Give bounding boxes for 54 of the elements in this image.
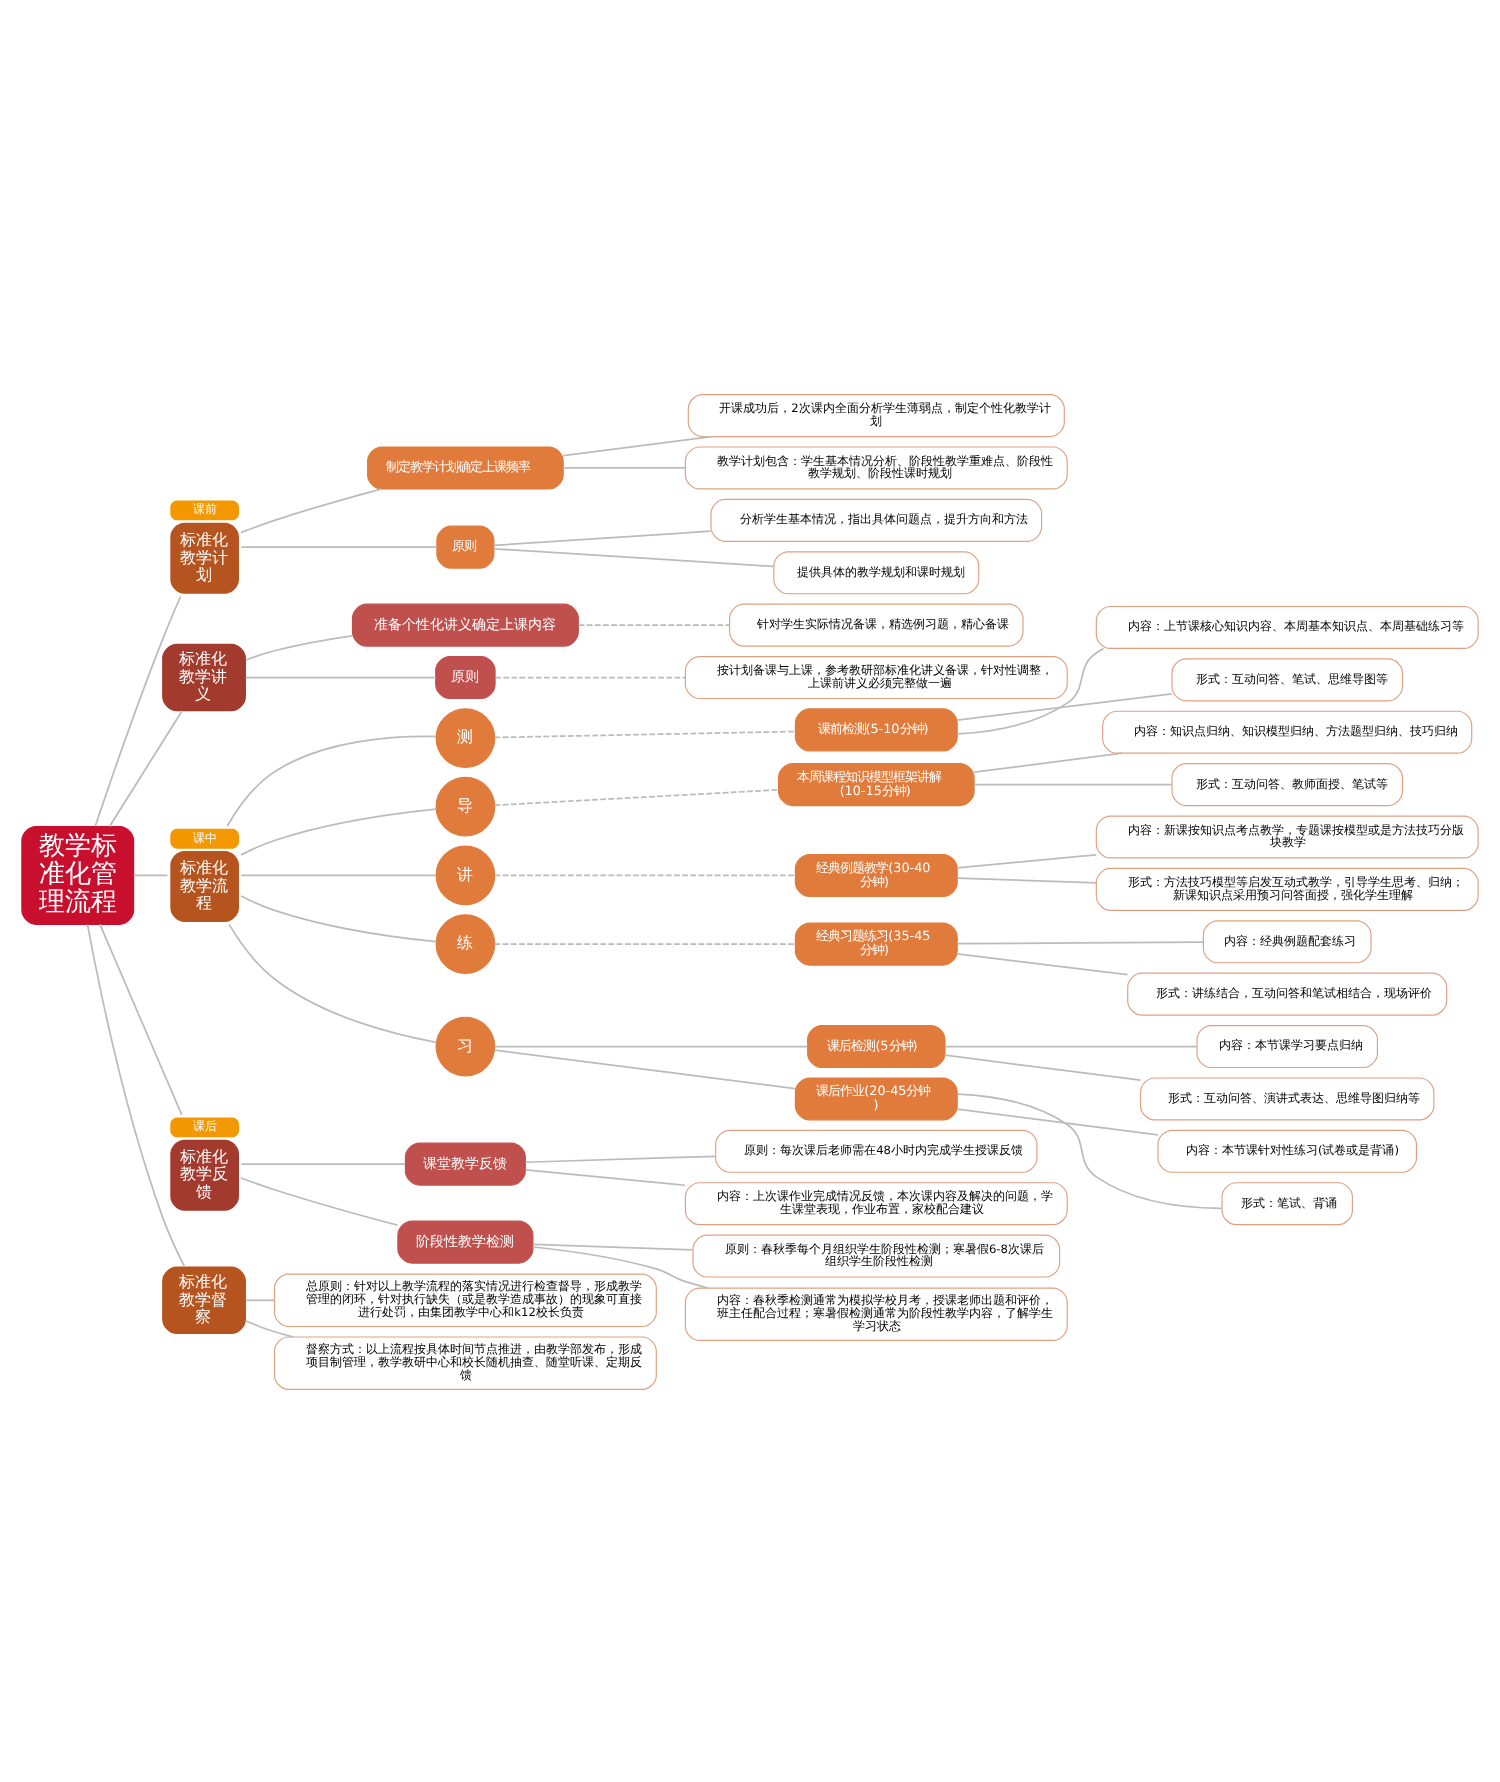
connector: [524, 1167, 686, 1186]
connector: [493, 1048, 796, 1089]
connector: [577, 623, 731, 625]
connector: [493, 942, 796, 944]
node-box: 教学标准化管理流程: [21, 824, 135, 924]
node-circle: 测: [435, 707, 496, 767]
connector: [956, 952, 1129, 975]
connector: [240, 1162, 406, 1164]
node-circle: 习: [435, 1015, 496, 1076]
connector: [244, 675, 437, 678]
connector: [493, 1044, 809, 1047]
connector: [524, 1154, 717, 1163]
connector: [562, 466, 687, 468]
node-circle: 导: [435, 775, 496, 836]
connector: [956, 940, 1205, 944]
connector: [244, 633, 353, 660]
connector: [493, 729, 796, 738]
connector: [532, 1242, 694, 1250]
connector: [94, 594, 182, 827]
connector: [956, 853, 1097, 868]
connector: [944, 1044, 1198, 1047]
connector: [240, 873, 437, 876]
connector: [132, 873, 169, 876]
connector: [956, 1107, 1159, 1135]
connector: [244, 1298, 276, 1301]
connector: [973, 751, 1124, 773]
connector: [86, 922, 186, 1267]
connector: [493, 873, 796, 876]
connector: [108, 708, 183, 827]
node-circle: 讲: [435, 844, 496, 905]
connector: [240, 487, 382, 533]
connector: [493, 788, 780, 806]
connector: [240, 545, 438, 548]
node-box: 标准化教学督察: [162, 1265, 246, 1334]
connector: [228, 922, 438, 1043]
connector: [956, 646, 1105, 734]
connector: [493, 547, 775, 567]
connector: [956, 876, 1097, 883]
connector: [494, 675, 686, 678]
connector: [240, 807, 438, 855]
connector: [226, 734, 437, 826]
connector: [956, 1092, 1223, 1209]
connector: [240, 1176, 399, 1226]
connector: [956, 691, 1173, 720]
connector: [493, 529, 712, 546]
node-box: 标准化教学讲义: [162, 642, 246, 711]
connector: [244, 1318, 294, 1337]
connector: [240, 894, 438, 942]
connector: [99, 922, 183, 1115]
connector: [562, 434, 713, 456]
connector: [532, 1245, 710, 1288]
connector: [973, 782, 1173, 785]
node-circle: 练: [435, 913, 496, 973]
connector: [944, 1053, 1142, 1081]
